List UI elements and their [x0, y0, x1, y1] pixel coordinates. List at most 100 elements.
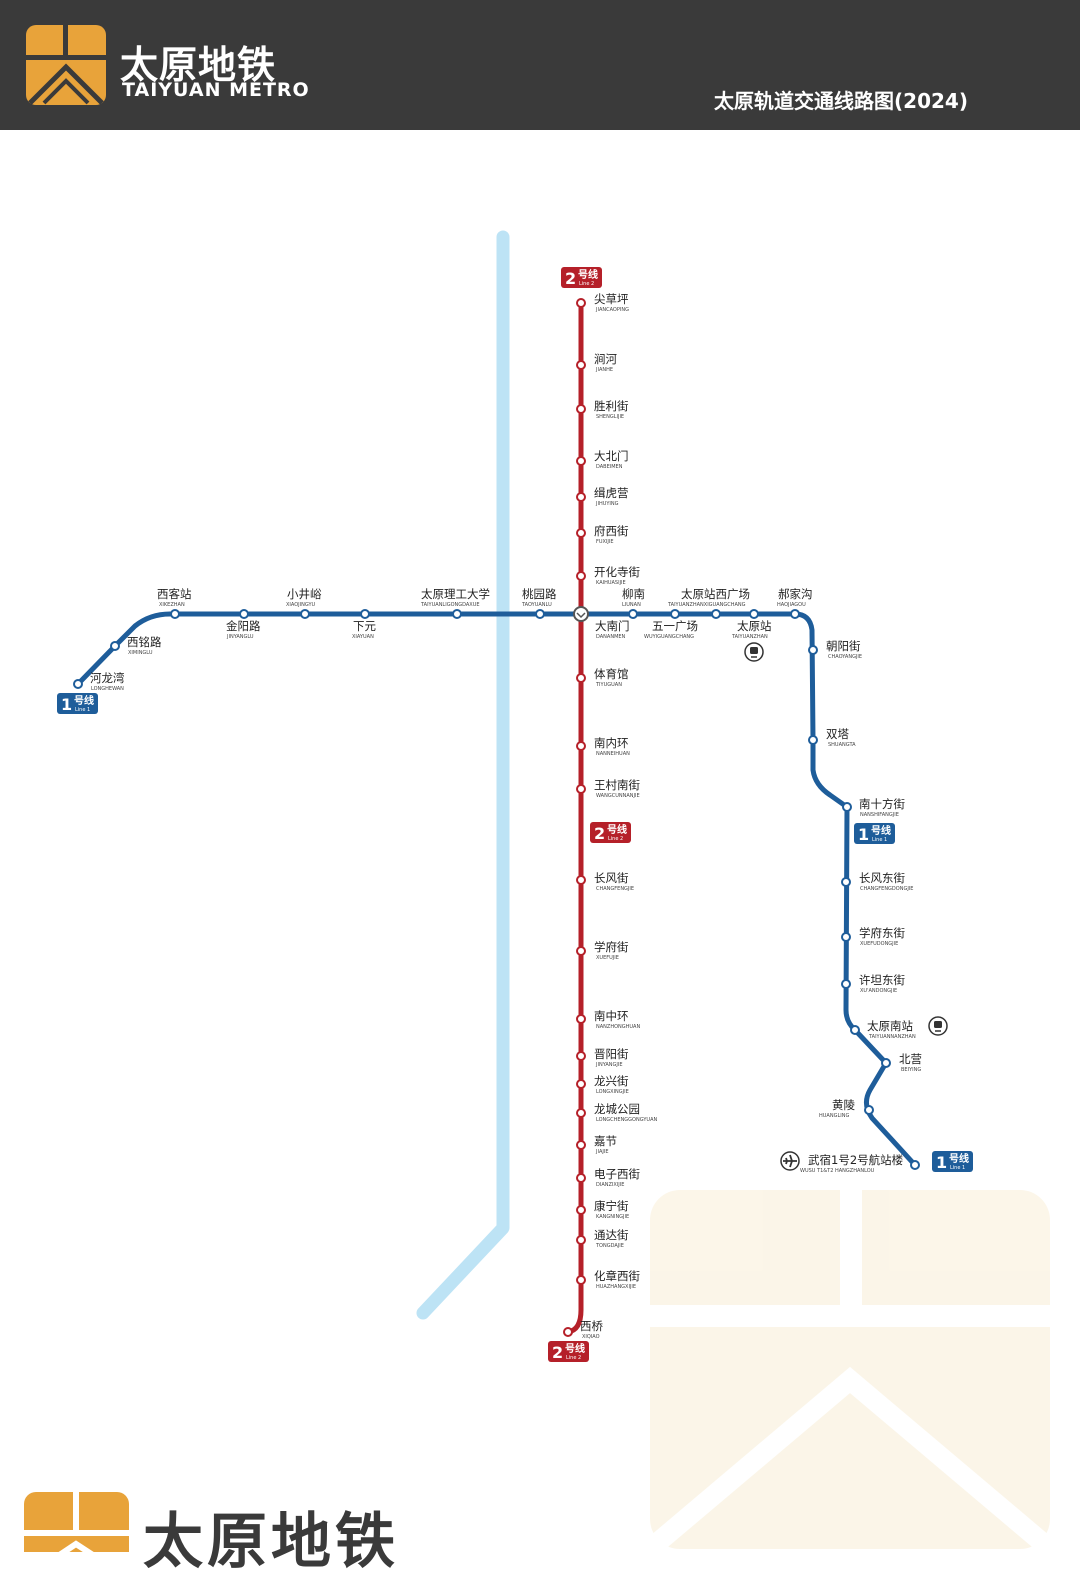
- svg-text:开化寺街: 开化寺街: [594, 565, 640, 579]
- svg-text:JINYANGLU: JINYANGLU: [226, 634, 254, 640]
- svg-text:号线: 号线: [565, 1342, 585, 1355]
- footer-logo-icon: [24, 1492, 129, 1552]
- svg-text:TIYUGUAN: TIYUGUAN: [595, 682, 622, 688]
- svg-text:太原南站: 太原南站: [867, 1019, 913, 1033]
- svg-text:CHANGFENGJIE: CHANGFENGJIE: [596, 886, 634, 892]
- svg-text:龙兴街: 龙兴街: [594, 1074, 629, 1088]
- svg-text:NANNEIHUAN: NANNEIHUAN: [596, 751, 630, 757]
- svg-text:康宁街: 康宁街: [594, 1199, 629, 1213]
- svg-text:胜利街: 胜利街: [594, 399, 629, 413]
- svg-text:许坦东街: 许坦东街: [859, 973, 905, 987]
- svg-text:府西街: 府西街: [594, 524, 629, 538]
- svg-text:黄陵: 黄陵: [832, 1098, 855, 1112]
- svg-text:西客站: 西客站: [157, 587, 192, 601]
- svg-text:JINYANGJIE: JINYANGJIE: [595, 1062, 623, 1068]
- svg-text:大北门: 大北门: [594, 449, 629, 463]
- svg-text:XU'ANDONGJIE: XU'ANDONGJIE: [860, 988, 897, 994]
- svg-text:Line 1: Line 1: [872, 837, 887, 843]
- svg-text:Line 2: Line 2: [608, 836, 623, 842]
- svg-text:Line 1: Line 1: [950, 1165, 965, 1171]
- railway-south-station-icon: [928, 1016, 948, 1036]
- svg-text:缉虎营: 缉虎营: [594, 486, 629, 500]
- svg-text:龙城公园: 龙城公园: [594, 1102, 640, 1116]
- svg-text:XUEFUDONGJIE: XUEFUDONGJIE: [860, 941, 898, 947]
- svg-text:HUANGLING: HUANGLING: [819, 1113, 849, 1119]
- svg-text:WANGCUNNANJIE: WANGCUNNANJIE: [596, 793, 640, 799]
- fen-river: [416, 230, 510, 1320]
- svg-text:大南门: 大南门: [595, 619, 630, 633]
- svg-text:SHUANGTA: SHUANGTA: [828, 742, 856, 748]
- svg-text:2: 2: [552, 1343, 563, 1362]
- railway-station-icon: [744, 642, 764, 662]
- svg-text:TAIYUANLIGONGDAXUE: TAIYUANLIGONGDAXUE: [420, 602, 480, 608]
- svg-text:柳南: 柳南: [622, 587, 645, 601]
- svg-text:HAOJIAGOU: HAOJIAGOU: [777, 602, 806, 608]
- svg-text:LONGCHENGGONGYUAN: LONGCHENGGONGYUAN: [596, 1117, 657, 1123]
- svg-text:TAIYUANZHAN: TAIYUANZHAN: [731, 634, 768, 640]
- svg-text:BEIYING: BEIYING: [901, 1067, 921, 1073]
- svg-text:NANZHONGHUAN: NANZHONGHUAN: [596, 1024, 640, 1030]
- svg-text:南十方街: 南十方街: [859, 797, 905, 811]
- svg-text:DANANMEN: DANANMEN: [596, 634, 626, 640]
- svg-text:XIQIAO: XIQIAO: [582, 1334, 600, 1340]
- svg-text:HUAZHANGXIJIE: HUAZHANGXIJIE: [596, 1284, 636, 1290]
- svg-text:NANSHIFANGJIE: NANSHIFANGJIE: [860, 812, 899, 818]
- station-dananmen-interchange[interactable]: [573, 606, 589, 622]
- svg-text:南中环: 南中环: [594, 1009, 629, 1023]
- svg-text:体育馆: 体育馆: [594, 667, 629, 681]
- svg-text:JIANHE: JIANHE: [595, 367, 613, 373]
- svg-text:LONGHEWAN: LONGHEWAN: [91, 686, 124, 692]
- svg-text:涧河: 涧河: [594, 352, 617, 366]
